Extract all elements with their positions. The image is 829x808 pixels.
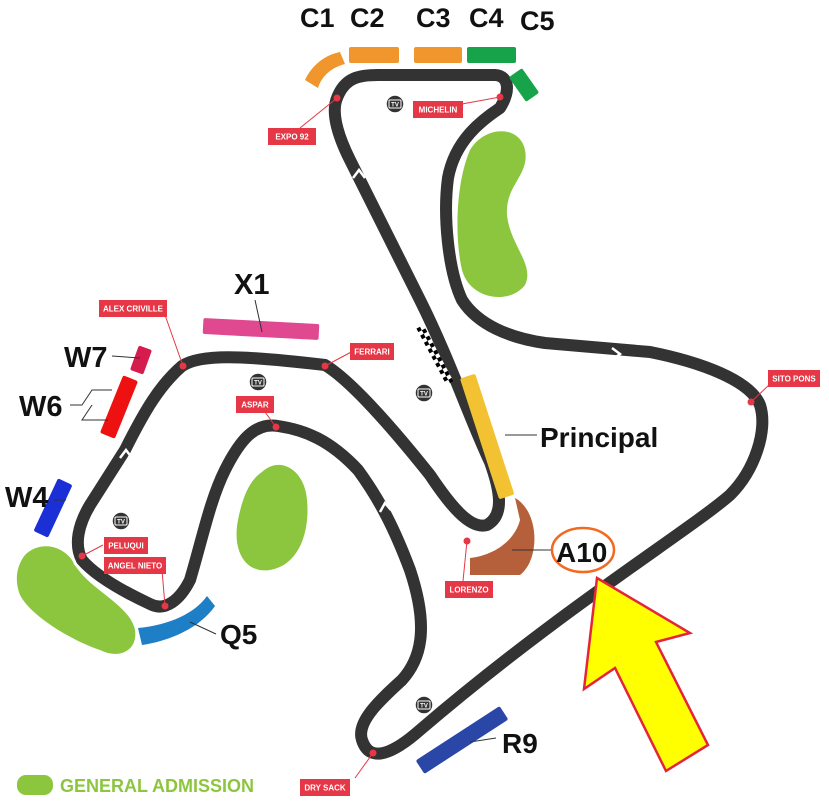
legend-swatch-grass bbox=[17, 775, 53, 795]
direction-chevron-icon bbox=[352, 167, 366, 179]
a10-highlight-ring bbox=[550, 526, 616, 574]
stand-label-w4: W4 bbox=[5, 482, 49, 514]
grass-area-left bbox=[16, 546, 136, 654]
legend-general-admission: GENERAL ADMISSION bbox=[60, 776, 254, 796]
svg-text:SITO PONS: SITO PONS bbox=[772, 375, 816, 384]
svg-text:TV: TV bbox=[117, 520, 125, 526]
direction-chevron-icon bbox=[378, 500, 392, 513]
stand-label-c3: C3 bbox=[416, 3, 451, 33]
stand-c4[interactable] bbox=[467, 47, 516, 63]
svg-text:TV: TV bbox=[254, 381, 262, 387]
arrow-pointer-icon bbox=[582, 575, 710, 773]
stand-label-a10: A10 bbox=[556, 537, 607, 568]
corner-tag-michelin: MICHELIN bbox=[413, 101, 463, 118]
svg-text:DRY SACK: DRY SACK bbox=[304, 784, 346, 793]
tv-icon: TV bbox=[414, 383, 434, 403]
stand-label-c1: C1 bbox=[300, 3, 335, 33]
corner-tag-alex-criville: ALEX CRIVILLE bbox=[99, 300, 167, 317]
stand-c2[interactable] bbox=[349, 47, 399, 63]
stand-r9[interactable] bbox=[416, 706, 509, 774]
grass-area-center bbox=[236, 464, 308, 571]
checkered-line-icon bbox=[416, 324, 454, 386]
stand-w7[interactable] bbox=[130, 345, 152, 375]
grass-area-top bbox=[457, 131, 528, 297]
svg-text:TV: TV bbox=[420, 392, 428, 398]
stand-c1[interactable] bbox=[305, 52, 345, 88]
corner-tag-aspar: ASPAR bbox=[236, 396, 274, 413]
svg-text:TV: TV bbox=[391, 103, 399, 109]
stand-label-r9: R9 bbox=[502, 728, 538, 759]
stand-c5[interactable] bbox=[509, 68, 539, 102]
stand-w6[interactable] bbox=[100, 375, 138, 439]
corner-tag-dry-sack: DRY SACK bbox=[300, 779, 350, 796]
stand-label-q5: Q5 bbox=[220, 619, 257, 650]
direction-chevron-icon bbox=[611, 347, 623, 361]
svg-text:MICHELIN: MICHELIN bbox=[419, 106, 458, 115]
stand-label-w6: W6 bbox=[19, 391, 63, 423]
direction-chevron-icon bbox=[119, 447, 133, 459]
stand-label-w7: W7 bbox=[64, 342, 108, 374]
tv-icon: TV bbox=[111, 511, 131, 531]
stand-q5[interactable] bbox=[138, 596, 215, 645]
stand-w4[interactable] bbox=[33, 478, 72, 538]
stand-principal[interactable] bbox=[460, 374, 514, 500]
svg-text:LORENZO: LORENZO bbox=[449, 586, 488, 595]
svg-text:ANGEL NIETO: ANGEL NIETO bbox=[108, 562, 162, 571]
corner-tag-peluqui: PELUQUI bbox=[104, 537, 148, 554]
stand-c3[interactable] bbox=[414, 47, 462, 63]
tv-icon: TV bbox=[414, 695, 434, 715]
corner-tag-angel-nieto: ANGEL NIETO bbox=[104, 557, 166, 574]
stand-label-c4: C4 bbox=[469, 3, 504, 33]
stand-leader-lines bbox=[54, 299, 552, 743]
corner-tag-ferrari: FERRARI bbox=[350, 343, 394, 360]
corner-leader-lines bbox=[81, 96, 771, 779]
svg-text:ALEX CRIVILLE: ALEX CRIVILLE bbox=[103, 305, 164, 314]
stand-label-x1: X1 bbox=[234, 269, 269, 301]
svg-text:EXPO 92: EXPO 92 bbox=[275, 133, 309, 142]
tv-icon: TV bbox=[248, 372, 268, 392]
stand-a10[interactable] bbox=[470, 498, 535, 575]
svg-text:ASPAR: ASPAR bbox=[241, 401, 269, 410]
tv-icon: TV bbox=[385, 94, 405, 114]
stand-label-c2: C2 bbox=[350, 3, 385, 33]
svg-text:PELUQUI: PELUQUI bbox=[108, 542, 144, 551]
legend: GENERAL ADMISSION bbox=[17, 775, 254, 796]
corner-tag-lorenzo: LORENZO bbox=[445, 581, 493, 598]
stand-label-c5: C5 bbox=[520, 6, 555, 36]
corner-dots bbox=[78, 93, 755, 757]
stand-label-principal: Principal bbox=[540, 422, 658, 453]
svg-text:FERRARI: FERRARI bbox=[354, 348, 390, 357]
svg-text:TV: TV bbox=[420, 704, 428, 710]
corner-tag-sito-pons: SITO PONS bbox=[768, 370, 820, 387]
corner-tag-expo92: EXPO 92 bbox=[268, 128, 316, 145]
race-track bbox=[68, 66, 772, 763]
